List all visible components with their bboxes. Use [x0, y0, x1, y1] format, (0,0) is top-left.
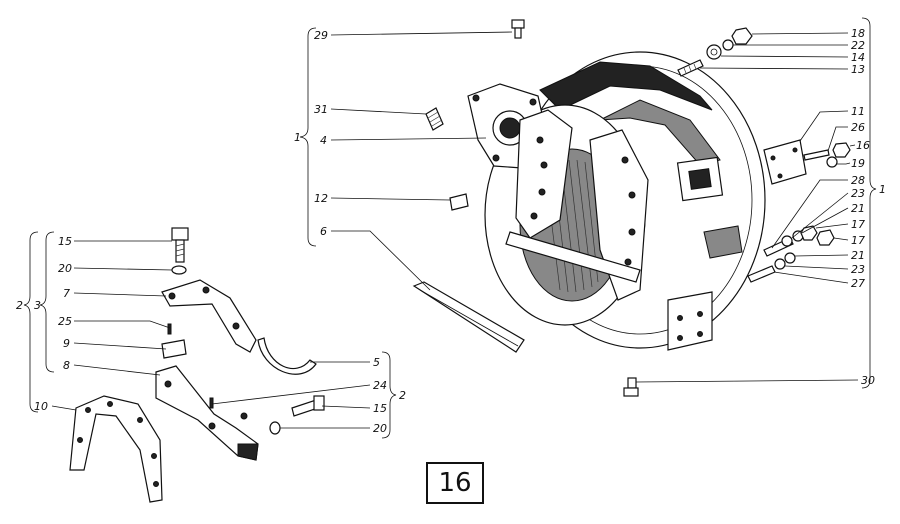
group-1-right-label: 1 [879, 183, 886, 196]
callout-12: 12 [314, 192, 328, 205]
callout-17-b: 17 [851, 234, 865, 247]
callout-31: 31 [314, 103, 328, 116]
bolt-30 [623, 377, 639, 397]
callout-23-a: 23 [851, 187, 865, 200]
group-braces [23, 17, 877, 439]
strip-6 [412, 281, 525, 353]
group-2-left-label: 2 [16, 299, 23, 312]
figure-number-box: 16 [426, 462, 484, 504]
callout-20-right: 20 [373, 422, 387, 435]
callout-13: 13 [851, 63, 865, 76]
lockwasher-20-left [171, 265, 187, 275]
callout-4: 4 [320, 134, 327, 147]
washer-23-b [774, 258, 786, 270]
flywheel-housing [467, 51, 766, 351]
callout-8: 8 [63, 359, 70, 372]
pin-24 [209, 397, 214, 409]
bolt-15-right [291, 395, 325, 417]
callout-18: 18 [851, 27, 865, 40]
callout-10: 10 [34, 400, 48, 413]
lockwasher-20-right [269, 421, 281, 435]
callout-11: 11 [851, 105, 865, 118]
lockwasher-22 [722, 39, 734, 51]
callout-7: 7 [63, 287, 70, 300]
group-2-right-label: 2 [399, 389, 406, 402]
nut-17-b [816, 229, 835, 246]
leader-lines [51, 31, 859, 429]
washer-21-b [784, 252, 796, 264]
callout-24: 24 [373, 379, 387, 392]
upper-holder-7 [161, 279, 257, 353]
callout-20-left: 20 [58, 262, 72, 275]
housing-fasteners [412, 19, 851, 397]
callout-28: 28 [851, 174, 865, 187]
callout-9: 9 [63, 337, 70, 350]
callout-14: 14 [851, 51, 865, 64]
callout-29-top: 29 [314, 29, 328, 42]
stud-13 [677, 59, 704, 77]
washer-23-a [781, 235, 793, 247]
group-3-left-label: 3 [34, 299, 41, 312]
callout-17-a: 17 [851, 218, 865, 231]
callout-22: 22 [851, 39, 865, 52]
group-1-left-label: 1 [294, 131, 301, 144]
cover-plate-11 [763, 139, 807, 185]
callout-16: 16 [856, 139, 870, 152]
nut-18 [731, 27, 753, 45]
nut-16 [832, 142, 851, 158]
callout-labels: 29 31 4 12 6 15 20 7 25 9 8 10 5 24 15 2… [16, 27, 886, 435]
bolt-15-left [171, 227, 189, 263]
callout-25: 25 [58, 315, 72, 328]
plate-9 [161, 339, 187, 359]
seal-half-5 [257, 337, 317, 375]
callout-6: 6 [320, 225, 327, 238]
washer-19 [826, 156, 838, 168]
callout-5: 5 [373, 356, 380, 369]
callout-19: 19 [851, 157, 865, 170]
gasket-10 [69, 395, 163, 503]
figure-number: 16 [438, 468, 472, 498]
callout-15-right: 15 [373, 402, 387, 415]
callout-21-b: 21 [851, 249, 865, 262]
bolt-29-top [511, 19, 525, 39]
rear-seal-holder-assembly [69, 227, 325, 503]
callout-30: 30 [861, 374, 875, 387]
callout-26: 26 [851, 121, 865, 134]
callout-23-b: 23 [851, 263, 865, 276]
dowel-12 [449, 193, 469, 211]
stud-27 [747, 265, 776, 283]
stud-26 [803, 149, 830, 161]
pin-25 [167, 323, 172, 335]
callout-15-left: 15 [58, 235, 72, 248]
callout-27: 27 [851, 277, 865, 290]
nut-17-a [800, 225, 818, 241]
callout-21-a: 21 [851, 202, 865, 215]
washer-14 [706, 44, 722, 60]
